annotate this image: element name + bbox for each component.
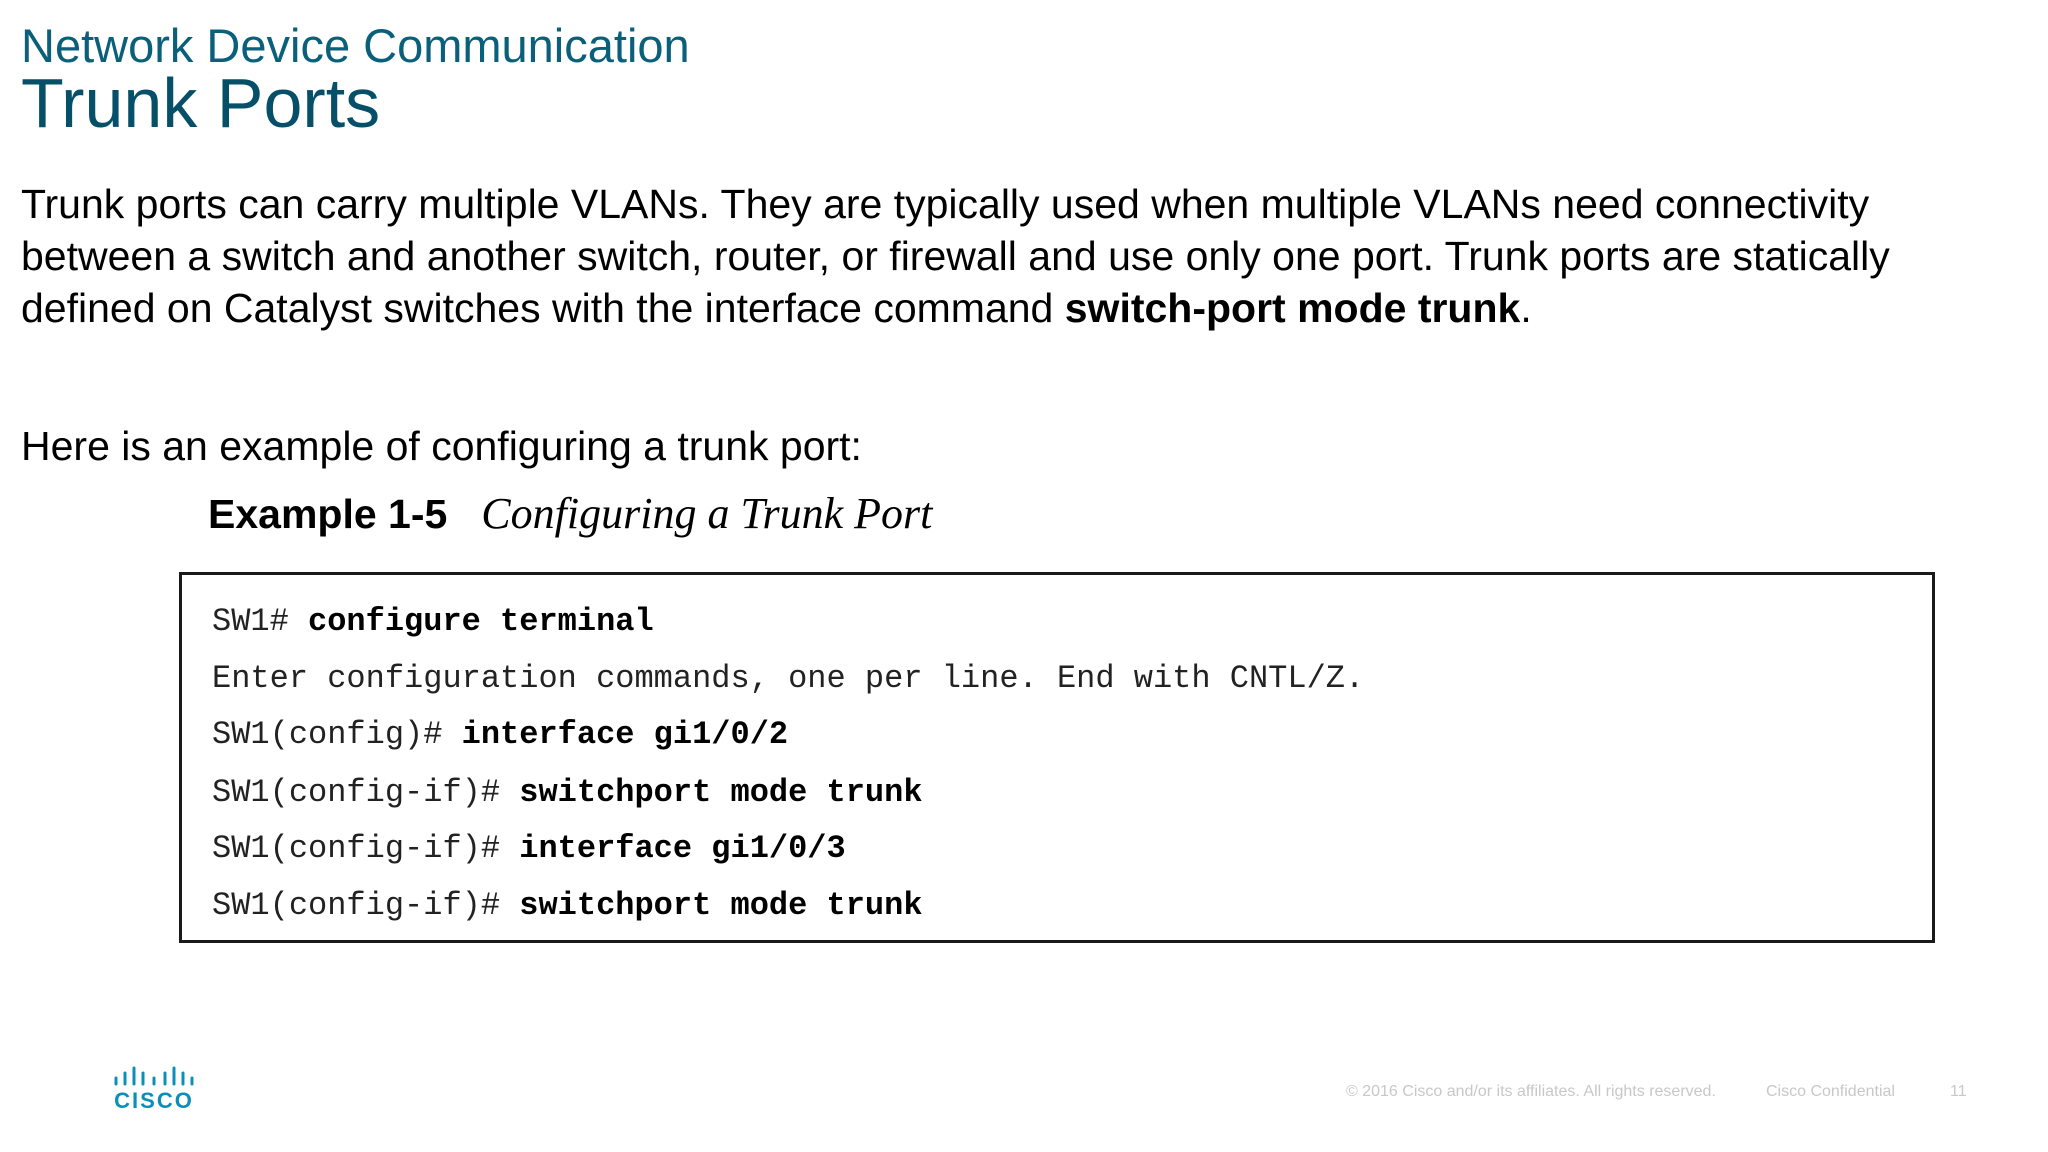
code-output: Enter configuration commands, one per li…: [212, 660, 1365, 697]
body-paragraph-end: .: [1520, 285, 1532, 331]
code-command: switchport mode trunk: [519, 887, 923, 924]
example-intro: Here is an example of configuring a trun…: [21, 423, 862, 469]
code-command: interface gi1/0/3: [519, 830, 846, 867]
slide-title: Trunk Ports: [21, 64, 381, 142]
code-prompt: SW1(config-if)#: [212, 830, 520, 867]
page-number: 11: [1950, 1083, 1967, 1100]
code-command: switchport mode trunk: [519, 774, 923, 811]
example-number: Example 1-5: [208, 491, 448, 537]
body-paragraph-text: Trunk ports can carry multiple VLANs. Th…: [21, 181, 1890, 331]
footer-confidential: Cisco Confidential: [1766, 1083, 1895, 1100]
footer-copyright: © 2016 Cisco and/or its affiliates. All …: [1346, 1083, 1716, 1100]
slide-subtitle: Network Device Communication: [21, 19, 690, 72]
code-line: SW1(config)# interface gi1/0/2: [212, 715, 788, 755]
cisco-logo: CISCO: [112, 1066, 196, 1114]
code-prompt: SW1(config-if)#: [212, 887, 520, 924]
code-line: SW1(config-if)# switchport mode trunk: [212, 886, 923, 926]
code-line: SW1(config-if)# switchport mode trunk: [212, 773, 923, 813]
body-paragraph-command: switch-port mode trunk: [1064, 285, 1521, 331]
code-line: Enter configuration commands, one per li…: [212, 659, 1364, 699]
code-line: SW1# configure terminal: [212, 602, 654, 642]
code-prompt: SW1(config)#: [212, 716, 462, 753]
example-title: Configuring a Trunk Port: [481, 489, 933, 538]
code-prompt: SW1(config-if)#: [212, 774, 520, 811]
cisco-logo-text: CISCO: [114, 1088, 194, 1113]
code-command: configure terminal: [308, 603, 654, 640]
code-command: interface gi1/0/2: [461, 716, 789, 753]
example-caption: Example 1-5 Configuring a Trunk Port: [208, 488, 932, 540]
code-prompt: SW1#: [212, 603, 309, 640]
cisco-bridge-logo-icon: [114, 1066, 194, 1086]
code-block: SW1# configure terminal Enter configurat…: [179, 572, 1935, 943]
code-line: SW1(config-if)# interface gi1/0/3: [212, 829, 846, 869]
body-paragraph: Trunk ports can carry multiple VLANs. Th…: [21, 178, 1901, 334]
